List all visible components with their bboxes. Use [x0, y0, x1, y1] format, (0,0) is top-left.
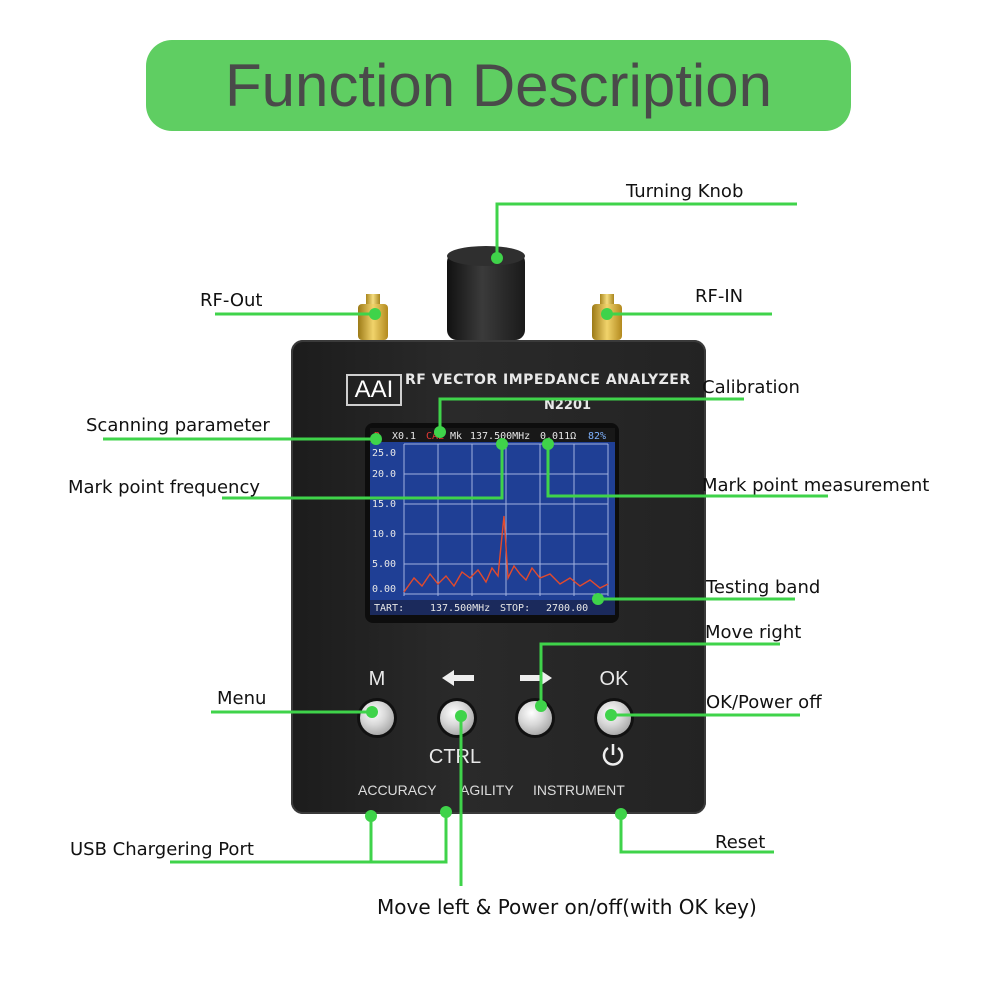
- knob-top: [447, 246, 525, 266]
- label-turning-knob: Turning Knob: [626, 181, 744, 202]
- footer-stop: STOP:: [500, 603, 530, 614]
- arrow-right-icon: [518, 668, 554, 688]
- ok-button-label: OK: [599, 668, 629, 690]
- footer-bar: [370, 600, 615, 615]
- turning-knob[interactable]: [447, 252, 525, 340]
- footer-start: TART:: [374, 603, 404, 614]
- title-banner: Function Description: [146, 40, 851, 131]
- ok-dot: [605, 709, 617, 721]
- menu-dot: [366, 706, 378, 718]
- scanning-parameter-dot: [370, 433, 382, 445]
- ytick-20: 20.0: [372, 469, 396, 480]
- label-scanning-parameter: Scanning parameter: [86, 415, 270, 436]
- menu-button[interactable]: [360, 701, 394, 735]
- calibration-dot: [434, 426, 446, 438]
- banner-title: Function Description: [225, 52, 772, 119]
- label-move-left: Move left & Power on/off(with OK key): [377, 895, 757, 919]
- label-usb-port: USB Chargering Port: [70, 839, 254, 860]
- label-mark-point-measurement: Mark point measurement: [702, 475, 930, 496]
- label-reset: Reset: [715, 832, 766, 853]
- m-button-label: M: [368, 668, 386, 690]
- brand-logo: AAI: [346, 374, 402, 406]
- knob-dot: [491, 252, 503, 264]
- label-menu: Menu: [217, 688, 267, 709]
- footer-stop-value: 2700.00: [546, 603, 588, 614]
- mark-frequency-dot: [496, 438, 508, 450]
- power-icon: [600, 742, 626, 768]
- label-mark-point-frequency: Mark point frequency: [68, 477, 261, 498]
- move-right-dot: [535, 700, 547, 712]
- rf-out-connector-tip: [366, 294, 380, 306]
- status-bar: [370, 428, 615, 442]
- ctrl-label: CTRL: [428, 746, 482, 768]
- reset-dot: [615, 808, 627, 820]
- accuracy-text: ACCURACY: [358, 782, 437, 798]
- status-frequency: 137.500MHz: [470, 431, 530, 442]
- label-testing-band: Testing band: [706, 577, 821, 598]
- usb-dot-2: [440, 806, 452, 818]
- ytick-0: 0.00: [372, 584, 396, 595]
- arrow-left-icon: [440, 668, 476, 688]
- ytick-15: 15.0: [372, 499, 396, 510]
- status-battery: 82%: [588, 431, 606, 442]
- screen-graph: R X0.1 CAL Mk 137.500MHz 0.011Ω 82% 25.0…: [370, 428, 615, 615]
- label-calibration: Calibration: [702, 377, 800, 398]
- rf-out-dot: [369, 308, 381, 320]
- label-rf-in: RF-IN: [695, 286, 744, 307]
- footer-start-value: 137.500MHz: [430, 603, 490, 614]
- ytick-10: 10.0: [372, 529, 396, 540]
- left-dot: [455, 710, 467, 722]
- rf-in-connector-tip: [600, 294, 614, 306]
- status-scale: X0.1: [392, 431, 416, 442]
- label-rf-out: RF-Out: [200, 290, 263, 311]
- status-mk: Mk: [450, 431, 462, 442]
- status-measurement: 0.011Ω: [540, 431, 576, 442]
- rf-in-dot: [601, 308, 613, 320]
- agility-text: AGILITY: [460, 782, 514, 798]
- device-brand: RF VECTOR IMPEDANCE ANALYZER: [405, 372, 691, 388]
- mark-measurement-dot: [542, 438, 554, 450]
- ytick-25: 25.0: [372, 448, 396, 459]
- testing-band-dot: [592, 593, 604, 605]
- instrument-text: INSTRUMENT: [533, 782, 625, 798]
- status-cal: CAL: [426, 431, 444, 442]
- ytick-5: 5.00: [372, 559, 396, 570]
- device-model: N2201: [544, 398, 592, 413]
- usb-dot-1: [365, 810, 377, 822]
- label-move-right: Move right: [705, 622, 802, 643]
- trace-line: [403, 515, 609, 593]
- label-ok-power-off: OK/Power off: [706, 692, 822, 713]
